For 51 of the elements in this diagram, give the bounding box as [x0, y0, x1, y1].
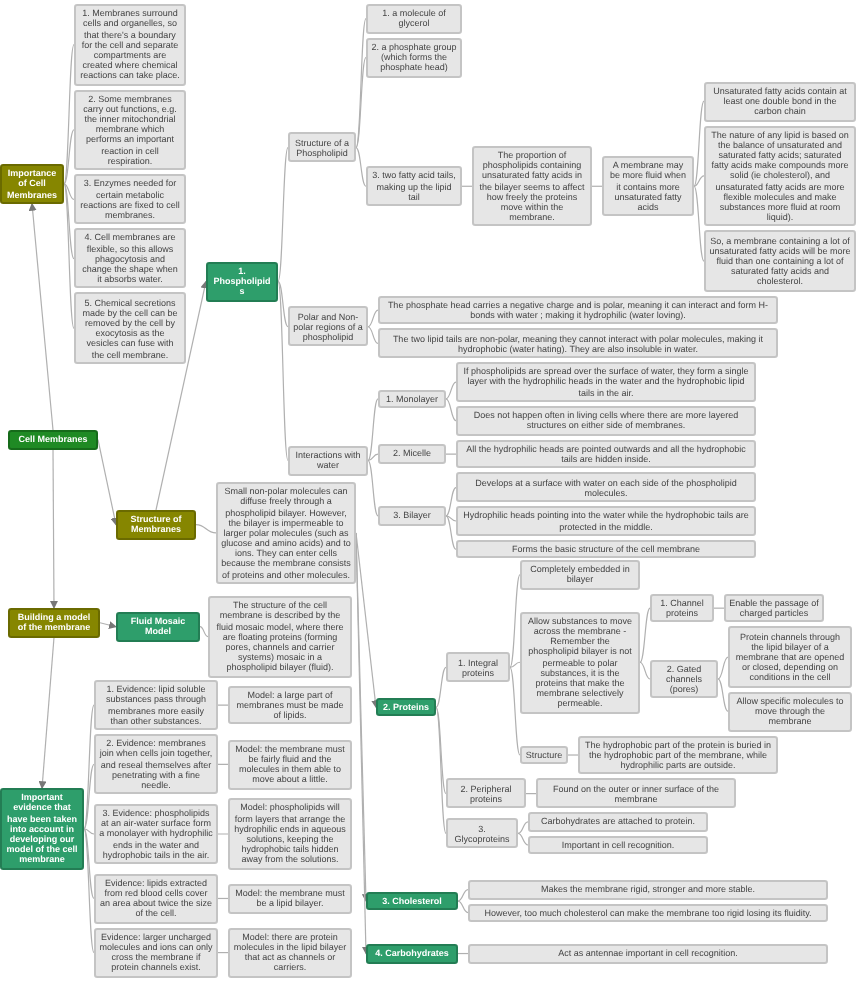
connector [567, 754, 579, 756]
connector [367, 309, 379, 328]
connector [355, 147, 367, 187]
connector [217, 704, 229, 706]
connector [457, 900, 469, 914]
connector [83, 704, 95, 830]
connector [367, 398, 379, 462]
connector [195, 524, 217, 534]
connector [63, 44, 75, 185]
connector [38, 636, 55, 790]
connector [639, 607, 651, 663]
connector [517, 821, 529, 835]
connector [99, 621, 117, 629]
connector [517, 832, 529, 846]
connector [63, 129, 75, 185]
connector [83, 763, 95, 830]
connector [28, 202, 54, 431]
connector [509, 666, 521, 756]
connector [509, 661, 521, 669]
connector [693, 100, 705, 187]
connector [83, 828, 95, 954]
connector [367, 453, 379, 462]
connector [445, 453, 457, 455]
connector [199, 626, 209, 638]
connector [639, 661, 651, 680]
connector [717, 678, 729, 712]
connector [509, 574, 521, 669]
connector [155, 280, 209, 511]
connector [693, 185, 705, 262]
connector [277, 280, 289, 328]
connector [717, 656, 729, 680]
connector [355, 56, 367, 149]
connector [49, 448, 58, 609]
connector [63, 183, 75, 329]
connector [217, 833, 229, 835]
connector [445, 398, 457, 422]
connector [63, 183, 75, 200]
connector [435, 666, 447, 708]
connector [277, 280, 289, 462]
connector [367, 459, 379, 517]
connector [97, 438, 119, 526]
connector [693, 175, 705, 187]
connector [457, 888, 469, 902]
connector [445, 381, 457, 400]
connector [277, 147, 289, 282]
connector [367, 326, 379, 345]
connector [445, 486, 457, 517]
connector [83, 828, 95, 900]
connector [63, 183, 75, 260]
connector [445, 515, 457, 550]
connector [435, 706, 447, 835]
